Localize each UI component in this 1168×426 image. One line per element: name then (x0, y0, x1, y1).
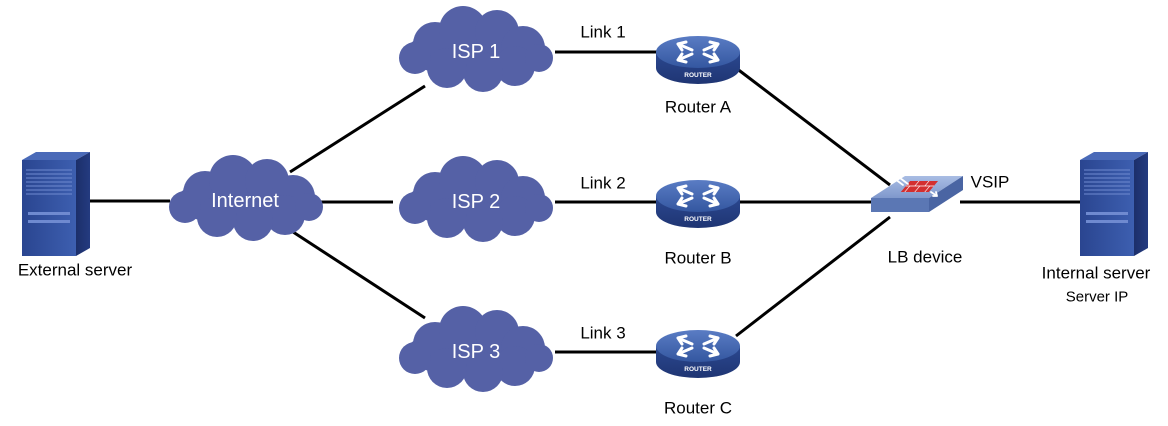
link3-label: Link 3 (580, 323, 626, 343)
cloud-internet-label: Internet (211, 190, 279, 212)
external-server-icon (22, 152, 90, 256)
lb-device-label: LB device (887, 247, 963, 267)
router-a-label: Router A (664, 97, 732, 117)
cloud-internet (169, 155, 323, 241)
router-c-label: Router C (663, 398, 733, 418)
internal-server-label: Internal server (1041, 263, 1151, 283)
link2-label: Link 2 (580, 173, 626, 193)
link1-label: Link 1 (580, 22, 626, 42)
cloud-isp3-label: ISP 3 (451, 341, 501, 363)
lb-device-icon (871, 176, 963, 212)
cloud-isp1-label: ISP 1 (451, 41, 501, 63)
external-server-label: External server (17, 260, 133, 280)
line-router-c-lb (735, 215, 891, 338)
line-internet-isp1 (289, 84, 426, 174)
cloud-isp2 (399, 156, 553, 242)
vsip-label: VSIP (970, 172, 1010, 192)
router-a-icon: ROUTER (656, 36, 740, 84)
cloud-isp3 (399, 306, 553, 392)
line-router-a-lb (735, 66, 891, 187)
router-c-icon: ROUTER (656, 330, 740, 378)
cloud-isp2-label: ISP 2 (451, 191, 501, 213)
line-internet-isp3 (289, 228, 426, 320)
internal-server-icon (1080, 152, 1148, 256)
router-c-badge: ROUTER (684, 366, 712, 373)
router-b-badge: ROUTER (684, 216, 712, 223)
cloud-isp1 (399, 6, 553, 92)
server-ip-label: Server IP (1065, 288, 1129, 306)
router-b-label: Router B (664, 248, 732, 268)
router-a-badge: ROUTER (684, 72, 712, 79)
connection-lines (90, 50, 1080, 354)
router-b-icon: ROUTER (656, 180, 740, 228)
